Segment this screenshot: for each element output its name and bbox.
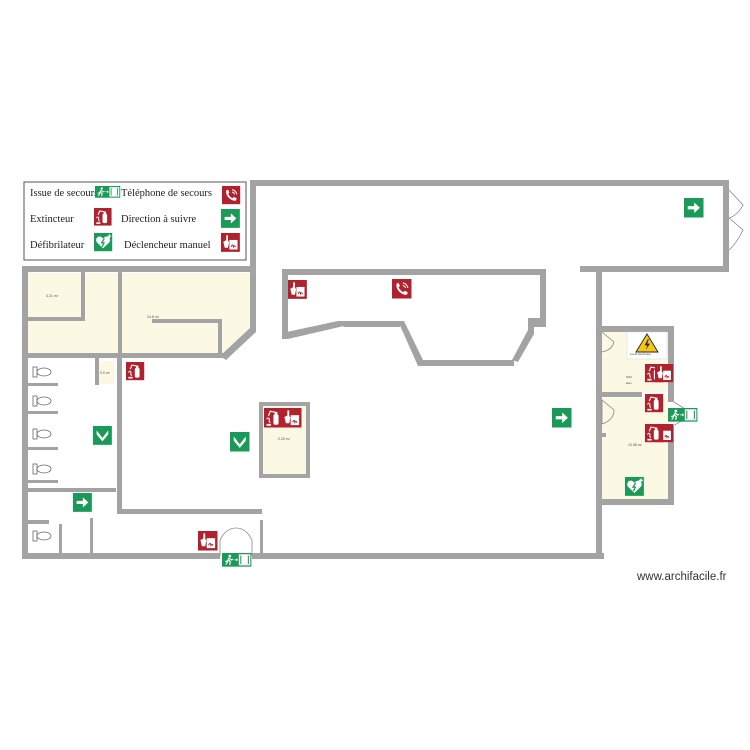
legend-label-exit: Issue de secours [30, 188, 98, 199]
emergency-exit-icon [667, 407, 698, 423]
manual-call-point-icon [281, 407, 303, 429]
safety-signs: Local électrique [73, 198, 704, 568]
manual-call-point-icon [287, 279, 308, 300]
fire-extinguisher-icon [125, 361, 145, 381]
toilet-4 [32, 463, 52, 475]
legend-defibrillator-icon [93, 232, 113, 252]
toilet-5 [32, 530, 52, 542]
main-entrance-door [219, 527, 237, 556]
direction-arrow-down-icon [230, 432, 250, 452]
office-area-fill [28, 273, 250, 355]
direction-arrow-icon [684, 198, 704, 218]
electrical-note-2: élec. [626, 381, 633, 385]
direction-arrow-down-icon [93, 426, 112, 445]
legend-label-direction: Direction à suivre [121, 214, 197, 225]
toilet-1 [32, 366, 52, 378]
fire-extinguisher-icon [644, 423, 664, 443]
manual-call-point-icon [197, 530, 219, 552]
legend-direction-icon [221, 209, 240, 228]
electrical-note-1: Tabl. [626, 375, 633, 379]
legend-phone-icon [221, 185, 241, 205]
legend-label-defibrillator: Défibrilateur [30, 240, 85, 251]
legend-label-extinguisher: Extincteur [30, 214, 74, 225]
legend-box [23, 181, 247, 261]
direction-arrow-icon [73, 493, 92, 512]
electrical-room-door [601, 331, 615, 353]
storage-fill [96, 361, 114, 384]
room-fills [28, 273, 668, 500]
fire-extinguisher-icon [644, 393, 664, 413]
toilet-3 [32, 428, 52, 440]
legend-extinguisher-icon [93, 207, 113, 227]
office-large-area: 24.8 m² [147, 315, 160, 319]
legend-label-phone: Téléphone de secours [121, 188, 212, 199]
right-room-door [601, 399, 615, 425]
toilets [32, 366, 52, 542]
manual-call-point-icon [654, 363, 674, 383]
fire-extinguisher-icon [263, 407, 285, 429]
emergency-phone-icon [391, 278, 413, 300]
electrical-room-mark: Local électrique [630, 352, 651, 356]
defibrillator-icon [624, 476, 645, 497]
watermark: www.archifacile.fr [637, 571, 727, 583]
storage-area: 0.9 m² [100, 371, 111, 375]
legend-call-point-icon [220, 232, 241, 253]
office-small-area: 4.21 m² [46, 294, 59, 298]
right-room-area: 10.38 m² [628, 443, 643, 447]
legend-label-call-point: Déclencheur manuel [124, 240, 211, 251]
toilet-2 [32, 395, 52, 407]
legend: Issue de secours Téléphone de secours Ex… [23, 181, 247, 261]
legend-exit-icon [94, 185, 121, 199]
direction-arrow-icon [552, 408, 572, 428]
emergency-exit-icon [221, 552, 252, 568]
island-area: 2.25 m² [278, 437, 291, 441]
walls [22, 180, 729, 559]
right-top-door [728, 189, 744, 219]
